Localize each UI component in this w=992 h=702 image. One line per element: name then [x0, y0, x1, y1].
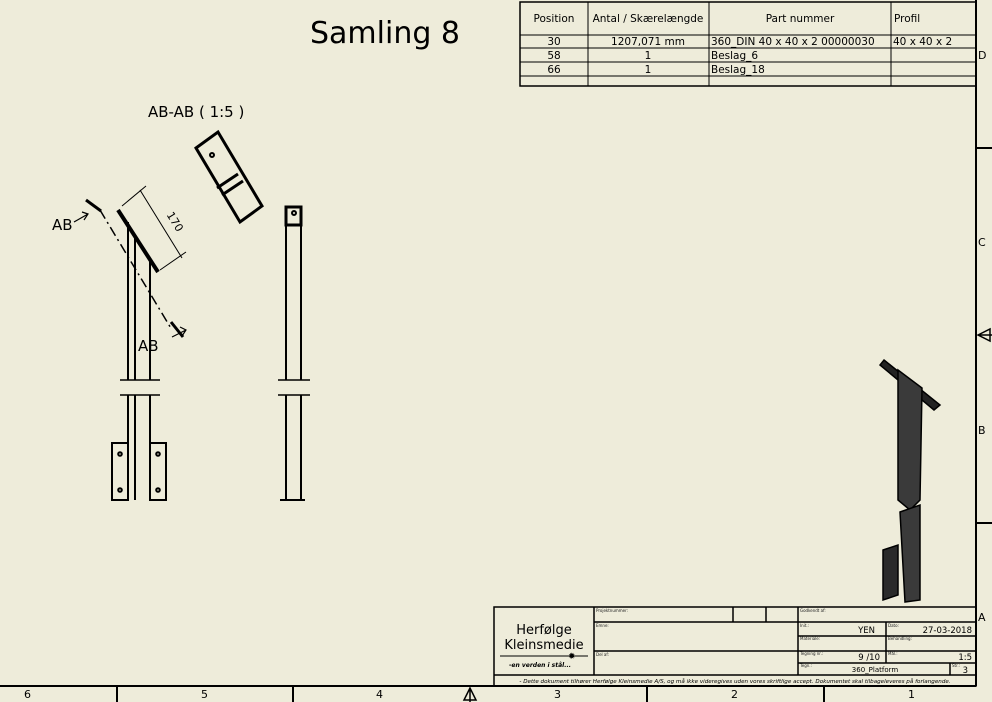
logo-slogan: -en verden i stål... [509, 662, 571, 669]
svg-text:Init.:: Init.: [800, 623, 809, 628]
zone-a: A [978, 611, 986, 624]
svg-text:40 x 40 x 2: 40 x 40 x 2 [893, 36, 952, 48]
section-view [73, 129, 310, 501]
svg-text:Emne:: Emne: [596, 623, 609, 628]
zone-3: 3 [554, 688, 561, 701]
svg-text:Behandling:: Behandling: [888, 636, 912, 641]
svg-text:1: 1 [645, 50, 652, 62]
svg-text:1207,071 mm: 1207,071 mm [611, 36, 685, 48]
svg-text:Del af:: Del af: [596, 652, 609, 657]
zone-6: 6 [24, 688, 31, 701]
zone-4: 4 [376, 688, 383, 701]
date-value: 27-03-2018 [923, 626, 972, 636]
svg-text:Tegn.:: Tegn.: [799, 663, 812, 668]
svg-text:Beslag_6: Beslag_6 [711, 50, 758, 62]
logo-line2: Kleinsmedie [504, 638, 583, 653]
svg-text:Tegning nr.:: Tegning nr.: [799, 651, 823, 656]
svg-text:Str.:: Str.: [952, 663, 960, 668]
header-part: Part nummer [766, 13, 835, 25]
disclaimer: - Dette dokument tilhører Herfølge Klein… [519, 678, 950, 685]
zone-c: C [978, 236, 986, 249]
header-antal: Antal / Skærelængde [593, 13, 704, 25]
zone-labels: D C B A 6 5 4 3 2 1 [24, 49, 986, 701]
table-row: 66 1 Beslag_18 [547, 64, 764, 76]
sheet-value: 9 /10 [858, 653, 880, 663]
svg-text:Projektnummer:: Projektnummer: [596, 608, 628, 613]
zone-2: 2 [731, 688, 738, 701]
svg-text:Mål.:: Mål.: [888, 651, 898, 656]
dimension-label: 170 [164, 209, 186, 234]
svg-text:360_DIN 40 x 40 x 2 00000030: 360_DIN 40 x 40 x 2 00000030 [711, 36, 875, 48]
section-label: AB-AB ( 1:5 ) [148, 103, 244, 121]
isometric-view [878, 358, 942, 603]
initials-value: YEN [857, 626, 875, 636]
center-mark-right [976, 327, 992, 343]
logo-line1: Herfølge [516, 623, 572, 638]
logo-gear-icon: ✹ [568, 652, 576, 662]
table-row: 58 1 Beslag_6 [547, 50, 758, 62]
page-title: Samling 8 [310, 16, 460, 51]
center-mark-bottom [462, 686, 478, 702]
svg-text:Godkendt af:: Godkendt af: [800, 608, 826, 613]
zone-b: B [978, 424, 986, 437]
header-profil: Profil [894, 13, 920, 25]
parts-table: Position Antal / Skærelængde Part nummer… [519, 1, 977, 87]
zone-1: 1 [908, 688, 915, 701]
svg-text:Beslag_18: Beslag_18 [711, 64, 765, 76]
svg-text:1: 1 [645, 64, 652, 76]
svg-text:58: 58 [547, 50, 560, 62]
scale-value: 1:5 [958, 653, 972, 663]
svg-text:Materiale:: Materiale: [800, 636, 820, 641]
svg-text:30: 30 [547, 36, 560, 48]
zone-5: 5 [201, 688, 208, 701]
drawing-value: 360_Platform [852, 666, 899, 674]
zone-d: D [978, 49, 986, 62]
svg-text:Dato:: Dato: [888, 623, 899, 628]
section-mark-left: AB [52, 216, 73, 234]
header-position: Position [534, 13, 575, 25]
svg-text:66: 66 [547, 64, 561, 76]
size-value: 3 [963, 666, 968, 676]
table-row: 30 1207,071 mm 360_DIN 40 x 40 x 2 00000… [547, 36, 952, 48]
title-block: Projektnummer: Emne: Del af: Godkendt af: I… [493, 606, 977, 687]
section-mark-right: AB [138, 337, 159, 355]
